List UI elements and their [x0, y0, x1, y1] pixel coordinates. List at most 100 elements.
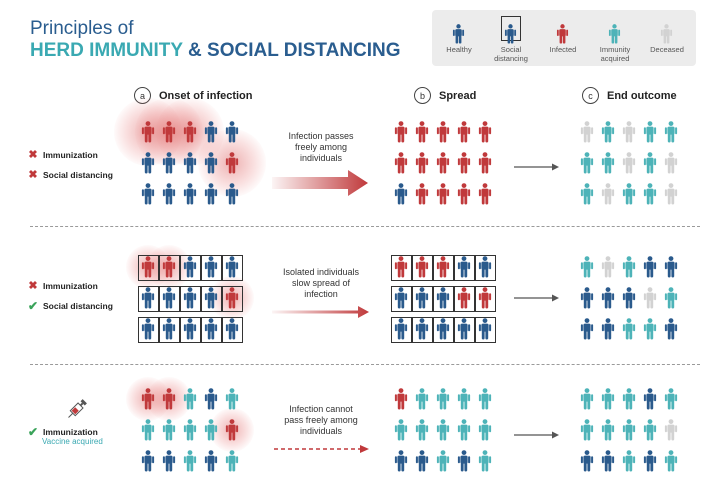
- distancing-frame: [180, 286, 201, 312]
- person-icon: [478, 121, 492, 143]
- row-description: Infection passes freely among individual…: [266, 131, 376, 164]
- distancing-frame: [475, 255, 496, 281]
- person-icon: [436, 388, 450, 410]
- person-icon: [580, 256, 594, 278]
- description-line: infection: [304, 289, 338, 299]
- person-icon: [183, 183, 197, 205]
- description-line: Infection passes: [288, 131, 354, 141]
- person-icon: [478, 419, 492, 441]
- person-icon: [622, 287, 636, 309]
- person-icon: [204, 256, 218, 278]
- distancing-frame: [412, 317, 433, 343]
- title-herd-immunity: HERD IMMUNITY: [30, 40, 183, 61]
- person-icon: [162, 388, 176, 410]
- distancing-frame: [454, 255, 475, 281]
- person-icon: [664, 256, 678, 278]
- legend-infected: Infected: [536, 10, 590, 54]
- person-icon: [183, 450, 197, 472]
- person-icon: [183, 388, 197, 410]
- person-icon: [183, 121, 197, 143]
- person-icon: [436, 152, 450, 174]
- person-icon: [622, 318, 636, 340]
- person-icon: [141, 287, 155, 309]
- distancing-frame: [222, 286, 243, 312]
- person-icon: [622, 152, 636, 174]
- person-icon: [622, 183, 636, 205]
- row-separator: [30, 226, 700, 227]
- distancing-frame: [201, 286, 222, 312]
- person-icon: [436, 450, 450, 472]
- condition-social-distancing: ✖ Social distancing: [28, 168, 113, 181]
- column-letter-c: c: [582, 87, 599, 104]
- distancing-frame: [412, 286, 433, 312]
- distancing-frame: [138, 286, 159, 312]
- person-icon: [580, 318, 594, 340]
- distancing-frame: [475, 317, 496, 343]
- person-icon: [478, 388, 492, 410]
- person-icon: [643, 183, 657, 205]
- person-icon: [162, 256, 176, 278]
- condition-social-distancing: ✔ Social distancing: [28, 299, 113, 313]
- distancing-frame: [138, 255, 159, 281]
- person-icon: [162, 318, 176, 340]
- person-icon: [478, 287, 492, 309]
- person-icon: [141, 388, 155, 410]
- row-description: Isolated individuals slow spread of infe…: [266, 267, 376, 300]
- person-icon: [225, 152, 239, 174]
- legend-healthy: Healthy: [432, 10, 486, 54]
- person-icon: [394, 388, 408, 410]
- row-description: Infection cannot pass freely among indiv…: [266, 404, 376, 437]
- person-icon: [415, 419, 429, 441]
- title-social-distancing: SOCIAL DISTANCING: [207, 40, 401, 61]
- person-icon: [664, 152, 678, 174]
- syringe-icon: [68, 399, 87, 418]
- condition-label: Immunization: [43, 280, 98, 291]
- person-icon: [478, 183, 492, 205]
- person-icon: [141, 183, 155, 205]
- vaccine-acquired-label: Vaccine acquired: [42, 437, 103, 446]
- person-icon: [394, 183, 408, 205]
- column-label-onset: Onset of infection: [159, 89, 253, 102]
- person-icon: [622, 450, 636, 472]
- arrow-icon: [514, 431, 559, 439]
- person-icon: [478, 152, 492, 174]
- condition-label: Social distancing: [43, 301, 113, 311]
- spread-arrow-icon: [274, 445, 369, 453]
- person-icon: [643, 318, 657, 340]
- person-icon: [601, 419, 615, 441]
- distancing-frame: [138, 317, 159, 343]
- person-icon: [601, 318, 615, 340]
- person-icon: [436, 318, 450, 340]
- person-icon: [601, 183, 615, 205]
- description-line: Infection cannot: [289, 404, 353, 414]
- distancing-frame: [391, 317, 412, 343]
- person-icon: [457, 121, 471, 143]
- person-icon: [183, 152, 197, 174]
- person-icon: [536, 16, 590, 44]
- distancing-frame: [391, 255, 412, 281]
- person-icon: [608, 24, 621, 44]
- person-icon: [643, 256, 657, 278]
- column-label-spread: Spread: [439, 89, 477, 102]
- person-icon: [415, 152, 429, 174]
- person-icon: [415, 318, 429, 340]
- person-icon: [580, 183, 594, 205]
- person-icon: [225, 450, 239, 472]
- person-icon: [457, 450, 471, 472]
- person-icon: [394, 152, 408, 174]
- person-icon: [436, 419, 450, 441]
- arrow-icon: [514, 163, 559, 171]
- person-icon: [394, 256, 408, 278]
- person-icon: [225, 388, 239, 410]
- person-icon: [580, 388, 594, 410]
- person-icon: [436, 183, 450, 205]
- person-icon: [478, 256, 492, 278]
- person-icon: [588, 16, 642, 44]
- person-icon: [622, 419, 636, 441]
- person-icon: [580, 419, 594, 441]
- person-icon: [457, 256, 471, 278]
- person-icon: [141, 450, 155, 472]
- person-icon: [204, 419, 218, 441]
- person-icon: [664, 121, 678, 143]
- column-label-outcome: End outcome: [607, 89, 677, 102]
